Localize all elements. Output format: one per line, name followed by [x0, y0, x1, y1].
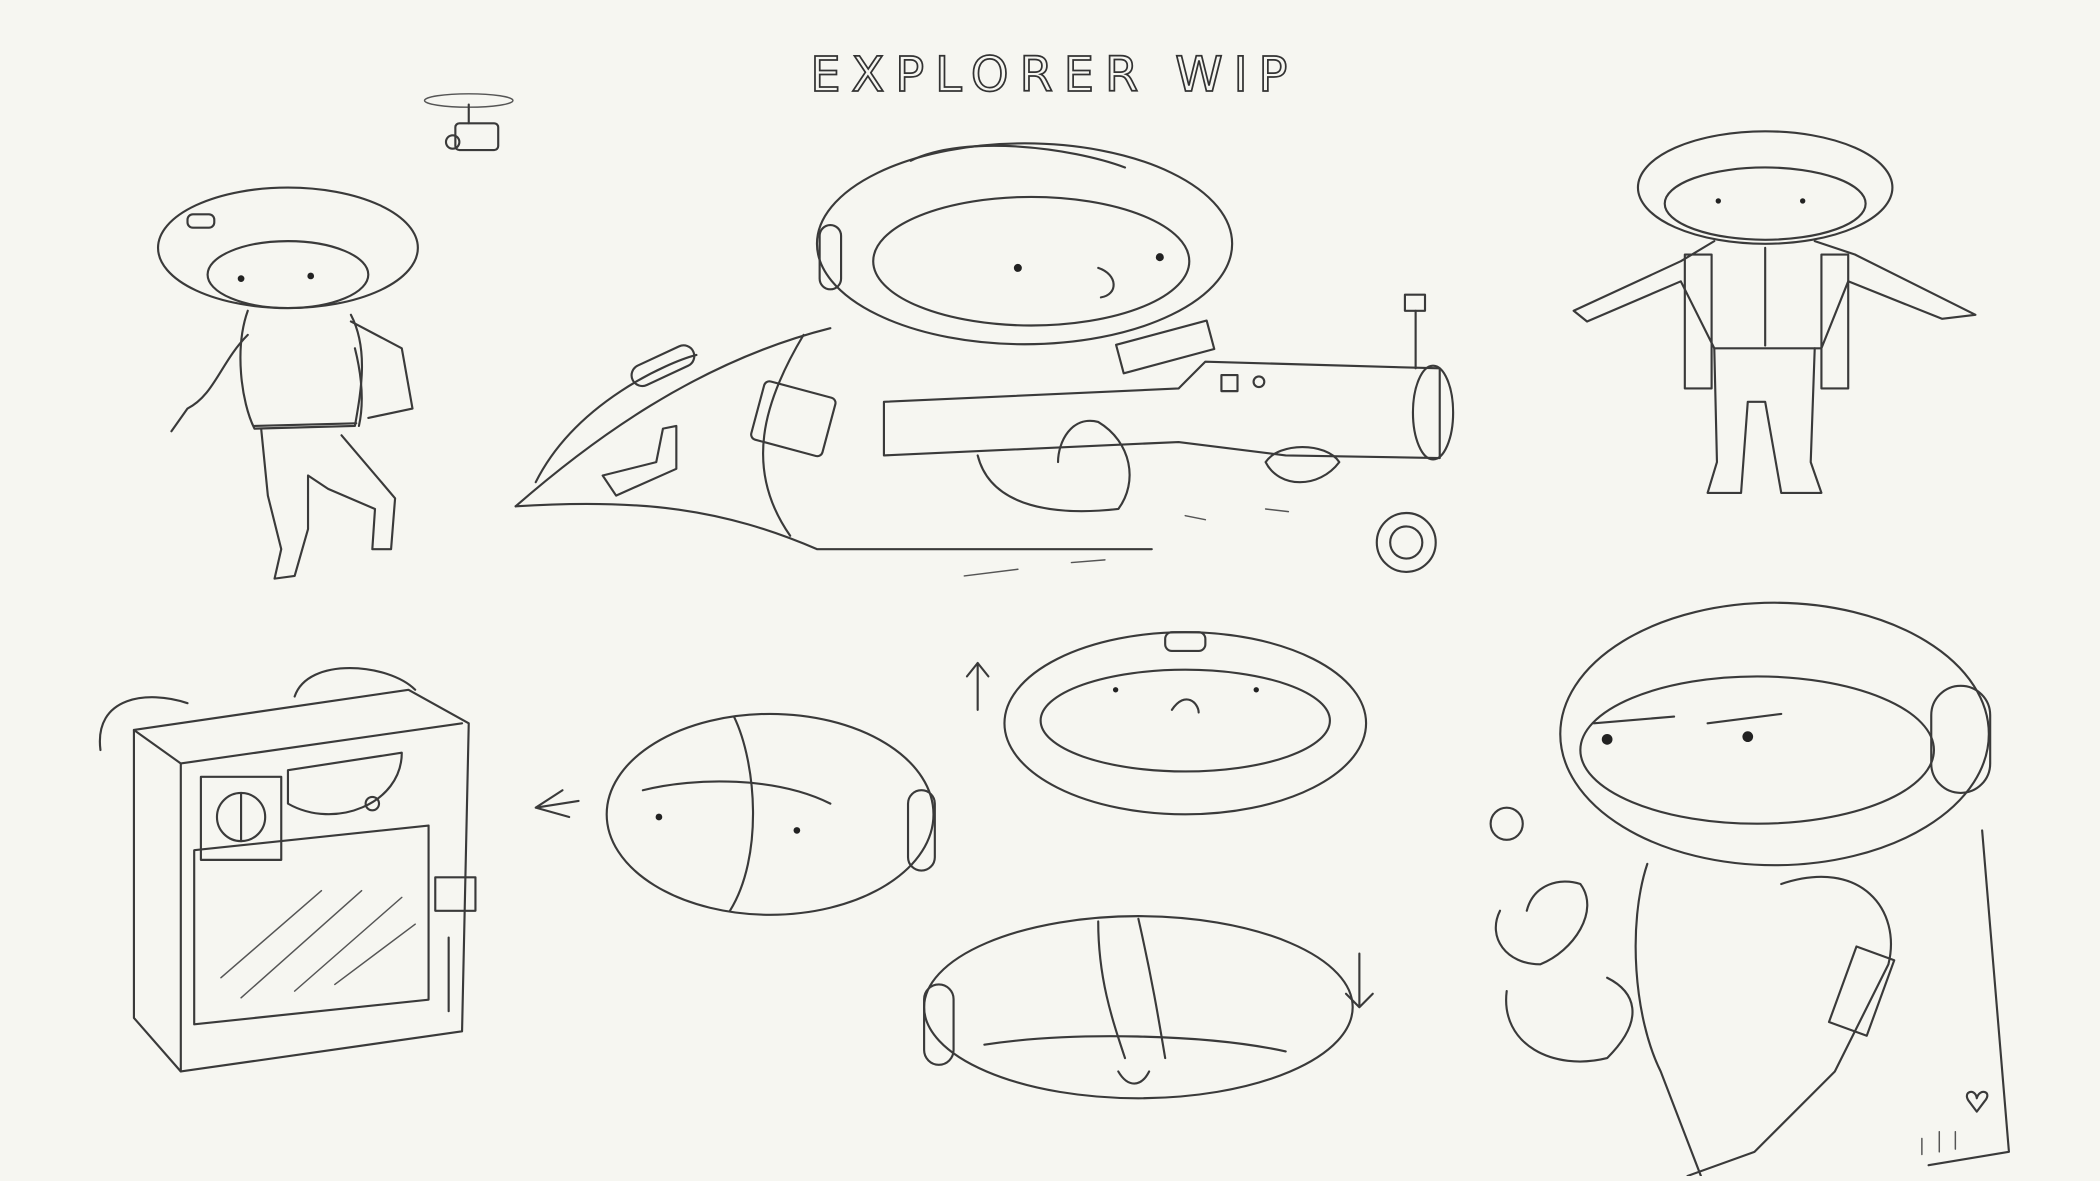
sketch-title: EXPLORER WIP	[810, 47, 1298, 103]
helmet-side-view	[534, 712, 936, 916]
helmet-top-view	[965, 631, 1368, 816]
toy-explorer-sketch	[1489, 601, 2010, 1178]
tpose-explorer-sketch	[1572, 130, 1977, 494]
blaster-explorer-sketch	[514, 142, 1455, 577]
helmet-bottom-view	[923, 915, 1374, 1100]
drone-sketch	[423, 93, 514, 152]
backpack-sketch	[98, 667, 477, 1073]
floating-explorer-sketch	[156, 186, 419, 580]
